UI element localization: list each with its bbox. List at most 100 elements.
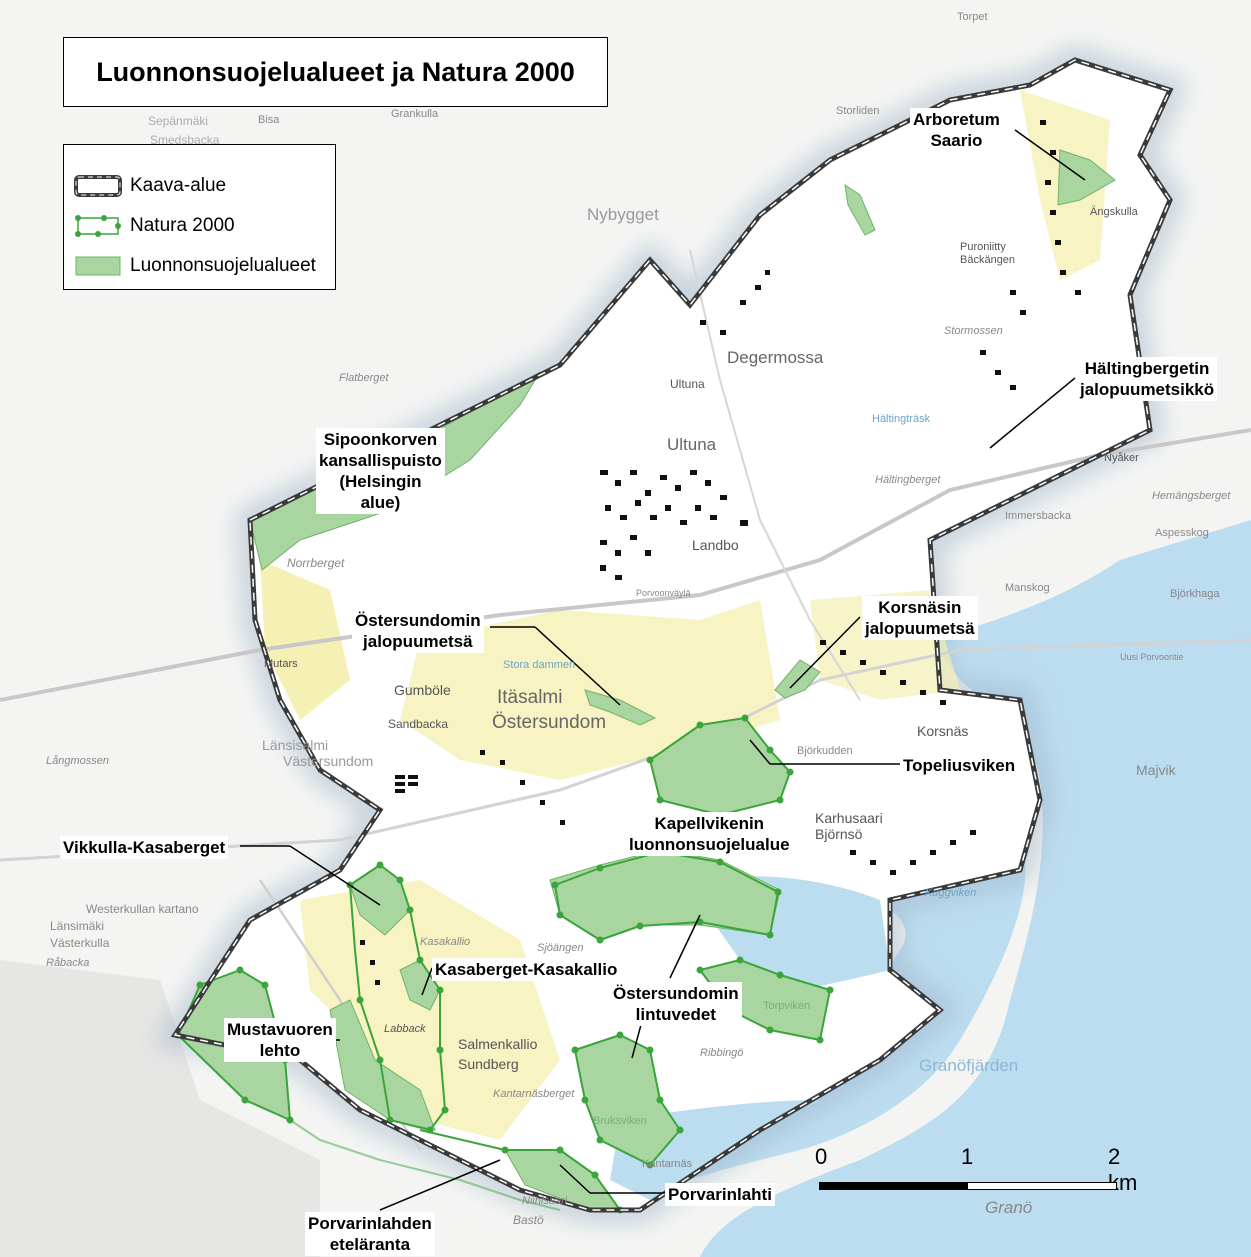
label-line: kansallispuisto	[319, 451, 442, 470]
label-arboretum-saario: Arboretum Saario	[910, 108, 1003, 152]
place-puroniitty: Puroniitty	[960, 241, 1006, 253]
scale-label-0: 0	[815, 1144, 828, 1169]
scale-bar: 0 1 2 km	[815, 1140, 1137, 1200]
place-nybygget: Nybygget	[587, 205, 659, 224]
label-kasaberget-kasakallio: Kasaberget-Kasakallio	[432, 958, 621, 981]
label-sipoonkorven: Sipoonkorven kansallispuisto (Helsingin …	[316, 428, 445, 514]
place-immersbacka: Immersbacka	[1005, 510, 1072, 522]
protected-area-kasaberget[interactable]	[399, 959, 441, 1011]
label-line: Porvarinlahden	[308, 1214, 432, 1233]
place-storliden: Storliden	[836, 105, 880, 117]
place-itasalmi: Itäsalmi	[497, 687, 563, 708]
place-kantarnasberget: Kantarnäsberget	[493, 1088, 575, 1100]
place-norrberget: Norrberget	[287, 556, 345, 570]
label-line: Arboretum	[913, 110, 1000, 129]
place-ultuna: Ultuna	[667, 435, 717, 454]
road-porvoonvayla	[0, 428, 1251, 702]
leader-lines	[240, 129, 1086, 1211]
label-line: Mustavuoren	[227, 1020, 333, 1039]
place-lansimaki: Länsimäki	[50, 919, 105, 933]
protected-area-northeast-strip[interactable]	[844, 183, 876, 236]
label-porvarinlahti: Porvarinlahti	[665, 1183, 775, 1206]
place-hemangsberget: Hemängsberget	[1152, 490, 1231, 502]
place-smedsbacka: Smedsbacka	[150, 133, 220, 147]
place-flatberget: Flatberget	[339, 372, 389, 384]
label-line: alue)	[360, 493, 401, 512]
protected-area-mustavuori-east[interactable]	[329, 999, 436, 1131]
label-ostersundomin-lintuvedet: Östersundomin lintuvedet	[610, 982, 742, 1026]
label-line: lehto	[259, 1041, 301, 1060]
map-legend: Kaava-alue Natura 2000 Luonnonsuojelualu…	[63, 144, 336, 290]
label-line: luonnonsuojelualue	[629, 835, 790, 854]
place-kantarnas: Kantarnäs	[642, 1158, 693, 1170]
place-kasakallio: Kasakallio	[420, 936, 471, 948]
place-angskulla: Ängskulla	[1090, 206, 1138, 218]
label-line: jalopuumetsikkö	[1080, 380, 1215, 399]
place-gumbole: Gumböle	[394, 682, 451, 698]
place-torpet: Torpet	[957, 11, 988, 23]
place-rabacka: Råbacka	[46, 957, 90, 969]
building-clusters	[360, 120, 1081, 985]
place-kuggviken: Kuggviken	[925, 887, 977, 899]
plan-area-boundary[interactable]	[170, 57, 1174, 1213]
label-kapellvikenin: Kapellvikenin luonnonsuojelualue	[626, 812, 793, 856]
natura-porvarinlahti-south[interactable]	[289, 1119, 561, 1211]
place-grankulla: Grankulla	[391, 108, 439, 120]
place-langmossen: Långmossen	[46, 755, 109, 767]
label-mustavuoren-lehto: Mustavuoren lehto	[224, 1018, 336, 1062]
place-vastersundom: Västersundom	[283, 753, 374, 769]
field-area-west	[260, 560, 350, 720]
place-landbo: Landbo	[692, 537, 739, 553]
place-bisa: Bisa	[258, 114, 280, 126]
place-aspesskog: Aspesskog	[1155, 527, 1209, 539]
place-ultuna-small: Ultuna	[670, 377, 705, 391]
place-labback: Labback	[384, 1023, 426, 1035]
road-label-porvoonvayla: Porvoonväylä	[636, 588, 691, 598]
place-degermossa: Degermossa	[727, 348, 824, 367]
label-line: Östersundomin	[355, 611, 481, 630]
legend-item-kaava-alue: Kaava-alue	[74, 175, 226, 197]
label-line: Korsnäsin	[878, 598, 962, 617]
label-line: Sipoonkorven	[323, 430, 438, 449]
protected-area-ostersundom-jalopuu[interactable]	[584, 689, 657, 726]
place-grano: Granö	[985, 1198, 1033, 1217]
label-porvarinlahden-etelaranta: Porvarinlahden eteläranta	[305, 1212, 435, 1256]
place-granofjarden: Granöfjärden	[919, 1056, 1019, 1075]
legend-item-natura-2000: Natura 2000	[74, 215, 235, 237]
label-korsnasin-jalopuumetsa: Korsnäsin jalopuumetsä	[862, 596, 978, 640]
protected-area-symbol-icon	[75, 256, 121, 276]
place-korsnas: Korsnäs	[917, 723, 969, 739]
place-karhusaari: Karhusaari	[815, 810, 883, 826]
label-line: Saario	[930, 131, 983, 150]
place-nyaker: Nyåker	[1104, 452, 1139, 464]
place-stora-dammen: Stora dammen	[503, 659, 576, 671]
place-sjoangen: Sjöängen	[537, 942, 584, 954]
protected-area-arboretum-saario[interactable]	[1057, 149, 1116, 206]
place-lansisalmi: Länsisalmi	[262, 737, 329, 753]
place-ostersundom: Östersundom	[492, 712, 607, 733]
label-line: jalopuumetsä	[363, 632, 473, 651]
left-urban-area	[0, 960, 320, 1257]
map-title: Luonnonsuojelualueet ja Natura 2000	[63, 37, 608, 107]
place-bjornso: Björnsö	[815, 826, 863, 842]
place-sandbacka: Sandbacka	[388, 717, 449, 731]
place-sepanmaki: Sepänmäki	[148, 114, 209, 128]
label-vikkulla-kasaberget: Vikkulla-Kasaberget	[60, 836, 229, 859]
label-topeliusviken: Topeliusviken	[900, 754, 1019, 777]
place-majvik: Majvik	[1136, 762, 1176, 778]
scale-segment-black	[819, 1182, 969, 1190]
natura-vikkulla-kasaberget[interactable]	[349, 864, 446, 1131]
label-line: Östersundomin	[613, 984, 739, 1003]
place-westerkullan: Westerkullan kartano	[86, 902, 199, 916]
scale-segment-white	[967, 1182, 1117, 1190]
legend-label: Natura 2000	[130, 215, 235, 236]
place-vasterkulla: Västerkulla	[50, 936, 110, 950]
place-bjorkhaga: Björkhaga	[1170, 588, 1220, 600]
label-line: eteläranta	[329, 1235, 411, 1254]
scale-label-1: 1	[961, 1144, 974, 1169]
place-manskog: Manskog	[1005, 582, 1050, 594]
sea-area	[700, 520, 1251, 1257]
road-label-uusi-porvoontie: Uusi Porvoontie	[1120, 652, 1184, 662]
label-line: jalopuumetsä	[865, 619, 975, 638]
